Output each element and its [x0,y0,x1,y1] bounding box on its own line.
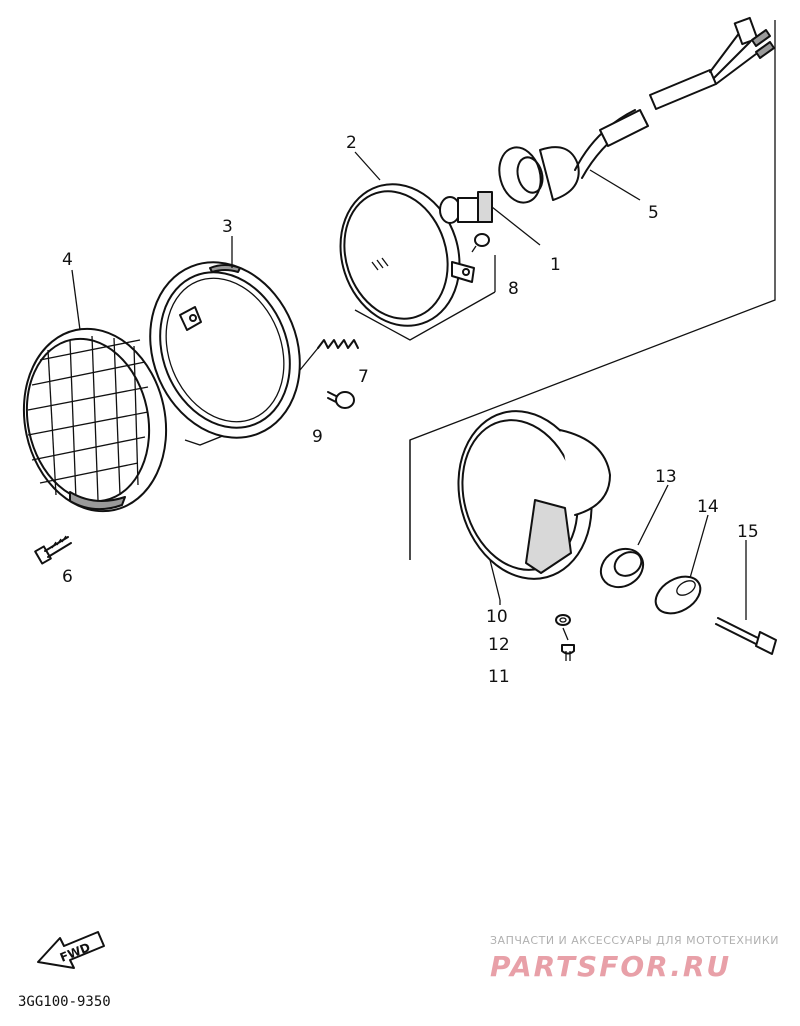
diagram-code: 3GG100-9350 [18,994,111,1010]
watermark-logo: PARTSFOR.RU [490,950,731,983]
grille-guard-part-4 [22,327,168,513]
bulb-part-1 [439,191,541,246]
callout-7: 7 [358,367,369,387]
clip-part-8 [471,233,490,253]
callout-6: 6 [62,567,73,587]
rim-part-3 [149,261,301,439]
plate-part-14 [654,575,702,615]
callout-1: 1 [550,255,561,275]
screw-part-11 [561,627,575,661]
spring-part-7 [299,339,359,371]
callout-11: 11 [488,667,510,687]
callout-12: 12 [488,635,510,655]
housing-part-10 [457,410,611,601]
callout-15: 15 [737,522,759,542]
callout-5: 5 [648,203,659,223]
screw-part-9 [327,391,355,409]
callout-9: 9 [312,427,323,447]
leader-lines [71,151,747,620]
callout-2: 2 [346,133,357,153]
bolt-part-15 [715,617,777,655]
callout-10: 10 [486,607,508,627]
fwd-arrow: FWD [37,931,105,969]
watermark-tagline: ЗАПЧАСТИ И АКСЕССУАРЫ ДЛЯ МОТОТЕХНИКИ [490,934,779,947]
socket-cord-part-5 [498,16,775,204]
watermark: ЗАПЧАСТИ И АКСЕССУАРЫ ДЛЯ МОТОТЕХНИКИ PA… [490,934,779,983]
sealed-beam-part-2 [339,183,475,327]
callout-14: 14 [697,497,719,517]
callout-numbers: 1 2 3 4 5 6 7 8 9 10 11 12 13 14 15 [62,133,759,687]
callout-3: 3 [222,217,233,237]
callout-13: 13 [655,467,677,487]
callout-4: 4 [62,250,73,270]
grommet-part-13 [599,547,645,589]
bolt-part-6 [34,535,72,565]
callout-8: 8 [508,279,519,299]
washer-part-12 [555,614,571,626]
